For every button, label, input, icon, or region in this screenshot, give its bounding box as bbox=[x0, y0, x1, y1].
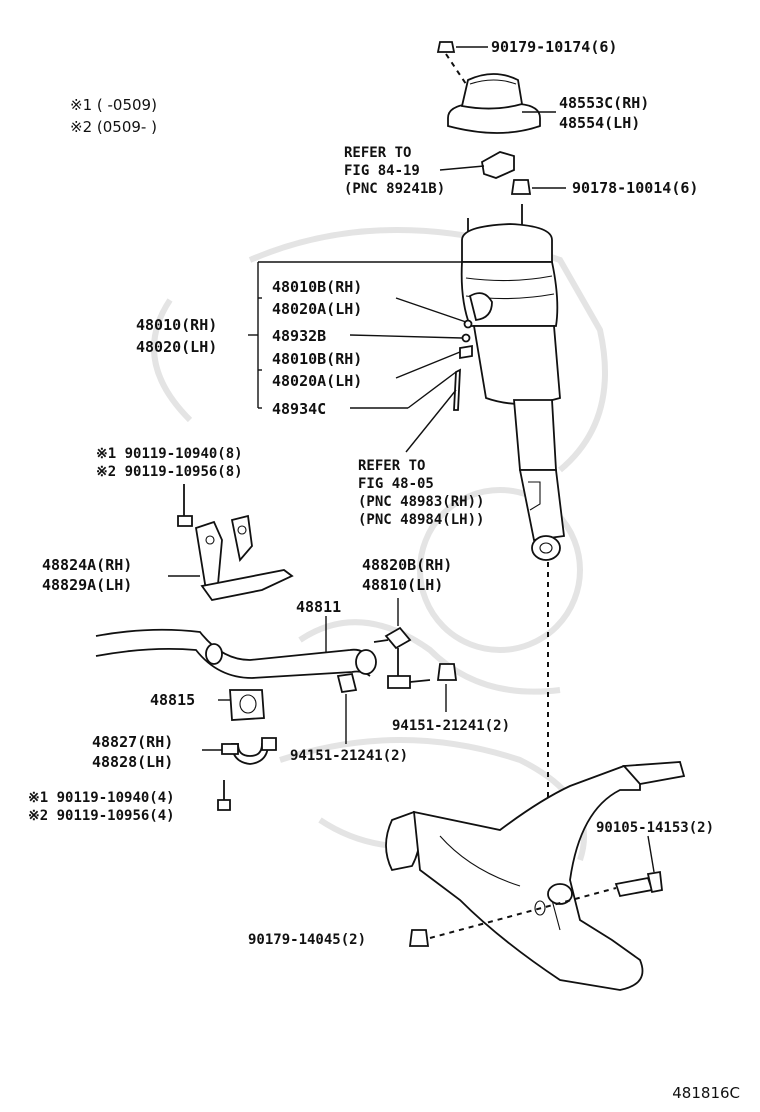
label-48010: 48010(RH) bbox=[136, 316, 217, 334]
nut-90179-14045 bbox=[408, 929, 430, 947]
label-48827: 48827(RH) bbox=[92, 733, 173, 751]
label-48820b: 48820B(RH) bbox=[362, 556, 452, 574]
small-parts-48932b bbox=[453, 319, 473, 411]
ref-84-19-line2: FIG 84-19 bbox=[344, 163, 420, 179]
label-48010b-a: 48010B(RH) bbox=[272, 278, 362, 296]
leader-line bbox=[405, 389, 457, 453]
label-48810: 48810(LH) bbox=[362, 576, 443, 594]
lower-suspension-arm bbox=[385, 761, 686, 991]
ref-84-19-line3: (PNC 89241B) bbox=[344, 181, 445, 197]
label-90119-10956-4: ※2 90119-10956(4) bbox=[28, 808, 175, 824]
label-90119-10940-4: ※1 90119-10940(4) bbox=[28, 790, 175, 806]
bushing-bracket-48827 bbox=[221, 737, 277, 765]
ref-48-05-line3: (PNC 48983(RH)) bbox=[358, 494, 484, 510]
figure-id: 481816C bbox=[672, 1084, 740, 1102]
bushing-48815 bbox=[229, 689, 265, 721]
label-90119-10940-8: ※1 90119-10940(8) bbox=[96, 446, 243, 462]
label-94151-21241-a: 94151-21241(2) bbox=[392, 718, 510, 734]
bolt-90119-10940 bbox=[177, 484, 193, 527]
nut-90178-10014 bbox=[510, 179, 532, 195]
bolt-90105-14153 bbox=[614, 870, 663, 898]
ref-48-05-line4: (PNC 48984(LH)) bbox=[358, 512, 484, 528]
label-48554: 48554(LH) bbox=[559, 114, 640, 132]
leader-dashed bbox=[429, 887, 617, 939]
label-48020a-b: 48020A(LH) bbox=[272, 372, 362, 390]
bolt-90119-10940-b bbox=[217, 780, 231, 811]
stabilizer-bar-48811 bbox=[95, 628, 377, 679]
note-1: ※1 ( -0509) bbox=[70, 96, 157, 114]
leader-bracket-48010 bbox=[248, 261, 467, 409]
support-mount-48553c bbox=[447, 73, 541, 134]
stabilizer-bracket-48824a bbox=[194, 514, 294, 601]
ref-84-19-line1: REFER TO bbox=[344, 145, 411, 161]
label-48553c: 48553C(RH) bbox=[559, 94, 649, 112]
shock-absorber-48010 bbox=[460, 204, 566, 561]
label-48932b: 48932B bbox=[272, 327, 326, 345]
label-48828: 48828(LH) bbox=[92, 753, 173, 771]
label-48020a-a: 48020A(LH) bbox=[272, 300, 362, 318]
leader-line bbox=[647, 835, 655, 873]
nut-90179-10174 bbox=[436, 41, 456, 53]
leader-line bbox=[439, 165, 485, 171]
label-90178-10014: 90178-10014(6) bbox=[572, 179, 698, 197]
bracket-ref-84-19 bbox=[481, 151, 515, 179]
label-48020: 48020(LH) bbox=[136, 338, 217, 356]
label-48934c: 48934C bbox=[272, 400, 326, 418]
stabilizer-link-48820b bbox=[373, 626, 458, 689]
ref-48-05-line2: FIG 48-05 bbox=[358, 476, 434, 492]
leader-dashed bbox=[445, 53, 471, 91]
label-48010b-b: 48010B(RH) bbox=[272, 350, 362, 368]
ref-48-05-line1: REFER TO bbox=[358, 458, 425, 474]
note-2: ※2 (0509- ) bbox=[70, 118, 157, 136]
label-90119-10956-8: ※2 90119-10956(8) bbox=[96, 464, 243, 480]
label-48815: 48815 bbox=[150, 691, 195, 709]
label-90179-14045: 90179-14045(2) bbox=[248, 932, 366, 948]
label-90105-14153: 90105-14153(2) bbox=[596, 820, 714, 836]
label-48824a: 48824A(RH) bbox=[42, 556, 132, 574]
label-90179-10174: 90179-10174(6) bbox=[491, 38, 617, 56]
label-48811: 48811 bbox=[296, 598, 341, 616]
nut-94151-21241 bbox=[336, 672, 358, 694]
label-94151-21241-b: 94151-21241(2) bbox=[290, 748, 408, 764]
label-48829a: 48829A(LH) bbox=[42, 576, 132, 594]
